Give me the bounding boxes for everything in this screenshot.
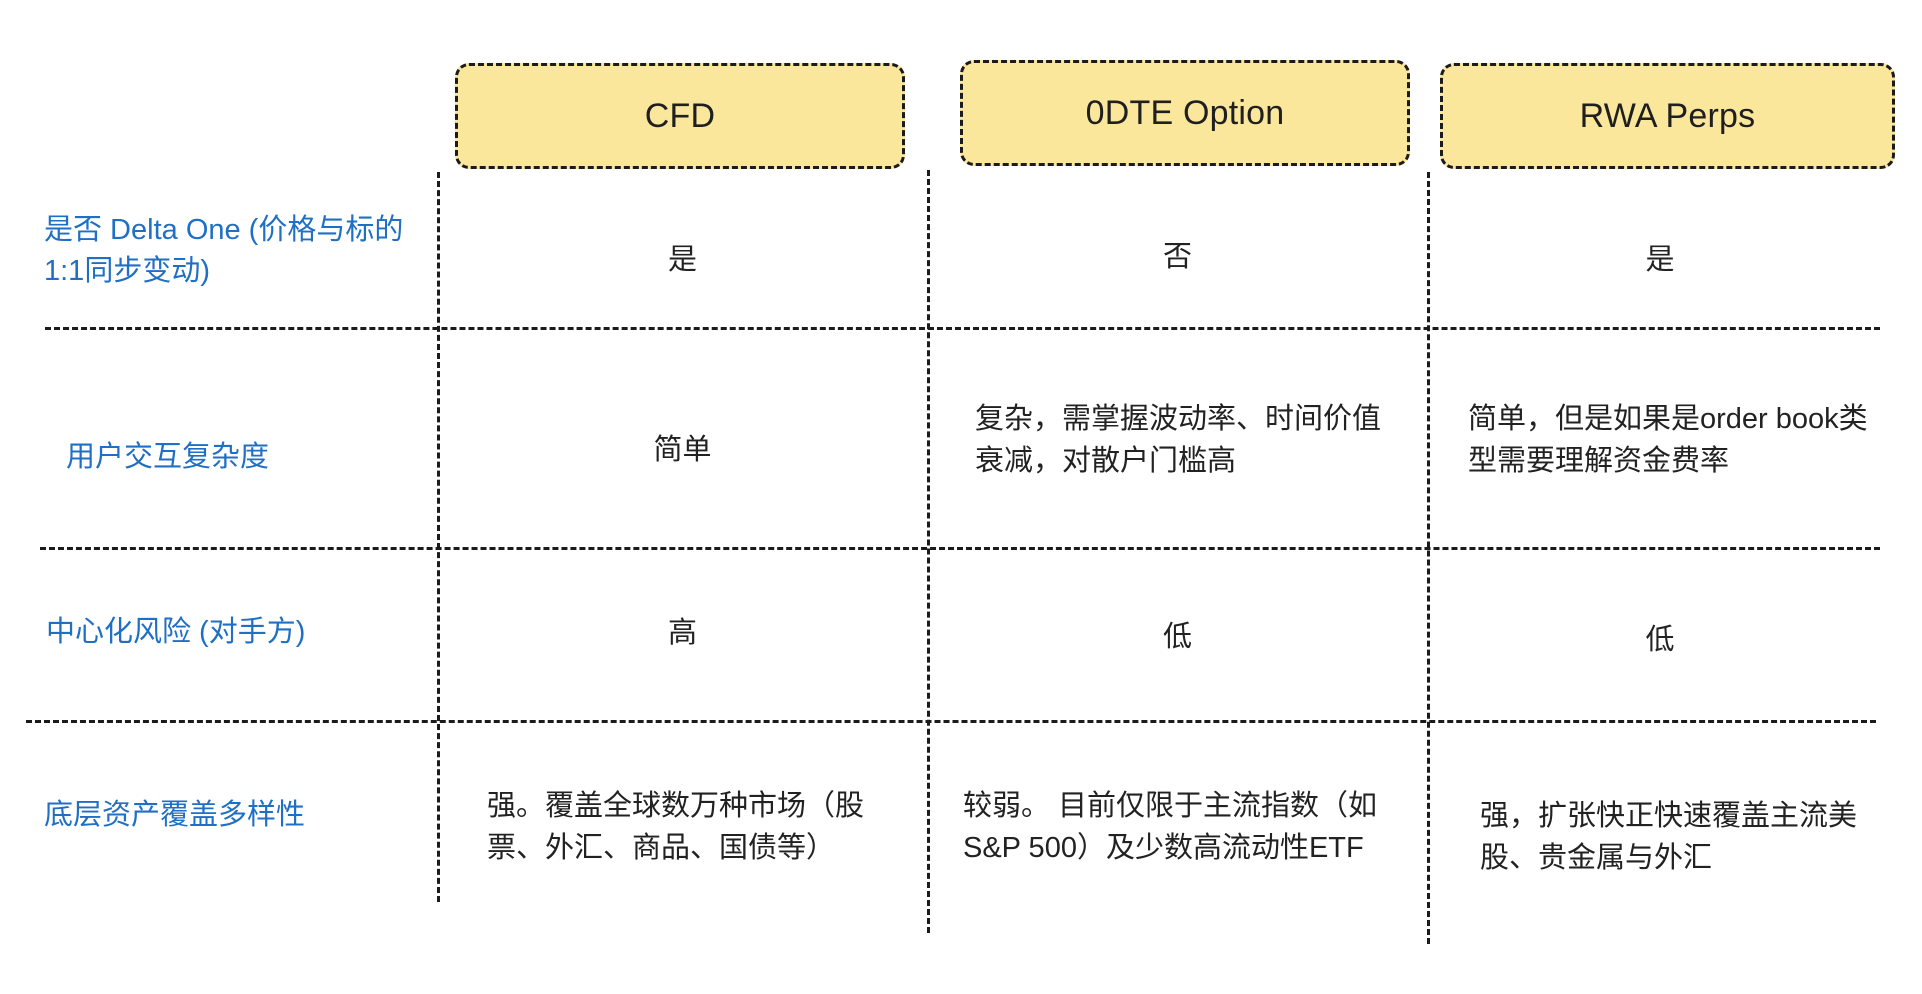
cell-ux-complexity-0dte: 复杂，需掌握波动率、时间价值衰减，对散户门槛高 [975, 403, 1382, 478]
cell-centralization-risk-rwa: 低 [1645, 623, 1675, 656]
row-label-delta-one: 是否 Delta One (价格与标的1:1同步变动) [44, 214, 404, 288]
column-divider-1 [437, 172, 440, 902]
cell-ux-complexity-cfd: 简单 [653, 433, 712, 466]
cell-delta-one-cfd: 是 [667, 243, 697, 276]
column-header-0dte-option: 0DTE Option [960, 60, 1410, 166]
cell-delta-one-0dte: 否 [1162, 240, 1192, 273]
cell-asset-coverage-cfd: 强。覆盖全球数万种市场（股票、外汇、商品、国债等） [487, 790, 865, 865]
column-header-label: RWA Perps [1579, 96, 1756, 135]
row-label-asset-coverage: 底层资产覆盖多样性 [44, 799, 306, 831]
cell-asset-coverage-0dte: 较弱。 目前仅限于主流指数（如S&P 500）及少数高流动性ETF [963, 790, 1378, 865]
row-divider-3 [26, 720, 1876, 723]
column-header-cfd: CFD [455, 63, 905, 169]
column-header-label: 0DTE Option [1085, 93, 1285, 132]
row-label-centralization-risk: 中心化风险 (对手方) [46, 616, 306, 648]
column-header-rwa-perps: RWA Perps [1440, 63, 1895, 169]
cell-delta-one-rwa: 是 [1645, 243, 1675, 276]
cell-asset-coverage-rwa: 强，扩张快正快速覆盖主流美股、贵金属与外汇 [1480, 800, 1858, 875]
column-header-label: CFD [644, 96, 716, 135]
row-divider-2 [40, 547, 1880, 550]
cell-ux-complexity-rwa: 简单，但是如果是order book类型需要理解资金费率 [1468, 403, 1868, 478]
column-divider-3 [1427, 172, 1430, 944]
cell-centralization-risk-cfd: 高 [667, 616, 697, 649]
cell-centralization-risk-0dte: 低 [1162, 620, 1192, 653]
column-divider-2 [927, 170, 930, 933]
row-divider-1 [45, 327, 1880, 330]
row-label-ux-complexity: 用户交互复杂度 [66, 441, 270, 473]
